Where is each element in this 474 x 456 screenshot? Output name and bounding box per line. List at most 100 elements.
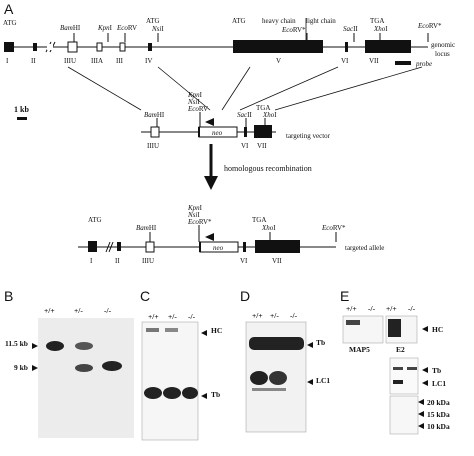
sublabel-map5: MAP5 [349,345,370,354]
tv-ecorv-label: EcoRV [187,105,208,113]
panel-label-e: E [340,288,349,304]
lane-label: +/+ [386,304,397,313]
probe-label: probe [415,60,432,68]
lane-label: -/- [368,304,376,313]
lane-label: +/- [74,306,83,315]
panel-label-c: C [140,288,150,304]
western-blot-c [141,321,199,441]
probe-bar [395,61,411,65]
atg-label: ATG [3,19,17,27]
tv-neo-label: neo [212,129,223,137]
exon-label: IV [145,57,152,65]
exon-label: VI [341,57,349,65]
exon-label: I [90,257,93,265]
ta-nsii-label: NsiI [187,211,200,219]
scale-bar [17,117,27,120]
lane-label: -/- [408,304,416,313]
tga-label: TGA [370,17,384,25]
locus-label: locus [435,50,450,58]
ta-ecorv2-label: EcoRV* [321,224,346,232]
exon-i [4,42,14,52]
exon-label: VII [257,142,267,150]
heavy-chain-label: heavy chain [262,17,296,25]
band-label: Tb [316,338,325,347]
panel-label-a: A [4,1,14,17]
exon-label: II [31,57,36,65]
exon-label: IIIU [147,142,159,150]
genomic-locus-map [4,33,429,65]
lane-label: +/+ [44,306,55,315]
exon-label: V [276,57,281,65]
marker-label: 10 kDa [427,422,450,431]
lane-label: +/- [270,311,279,320]
exon-iiiu [67,41,78,53]
band-label: HC [211,326,222,335]
xhoi-label: XhoI [373,25,388,33]
kpni-label: KpnI [97,24,113,32]
atg2-label: ATG [146,17,160,25]
ta-kpni-label: KpnI [187,204,203,212]
band-label: Tb [432,366,441,375]
tv-tga-label: TGA [256,104,270,112]
exon-label: I [6,57,9,65]
exon-label: VI [241,142,249,150]
exon-label: IIIU [64,57,76,65]
tv-bamhi-label: BamHI [144,111,165,119]
tv-kpni-label: KpnI [187,91,203,99]
targeting-vector-map [141,112,276,138]
western-blot-e [342,315,419,435]
lane-label: +/+ [252,311,263,320]
sublabel-e2: E2 [396,345,405,354]
nsii-label: NsiI [151,25,164,33]
exon-iiia [96,42,103,52]
exon-v [233,40,323,53]
lane-label: +/+ [346,304,357,313]
targeted-allele-map [78,225,337,253]
atg3-label: ATG [232,17,246,25]
genomic-label: genomic [431,41,455,49]
ta-atg-label: ATG [88,216,102,224]
sacii-label: SacII [343,25,358,33]
ta-tga-label: TGA [252,216,266,224]
lane-label: +/- [168,312,177,321]
lane-label: -/- [188,312,196,321]
band-label: Tb [211,390,220,399]
tv-sacii-label: SacII [237,111,252,119]
ecorv-end-label: EcoRV* [417,22,442,30]
exon-vii [365,40,411,53]
tv-xhoi-label: XhoI [262,111,277,119]
ecorv-label: EcoRV [116,24,137,32]
exon-ii [33,43,37,51]
exon-label: IIIA [91,57,103,65]
exon-label: IIIU [142,257,154,265]
exon-iii [119,42,126,52]
marker-label: 11.5 kb [5,339,28,348]
marker-label: 9 kb [14,363,28,372]
recombination-arrow-icon [204,176,218,190]
exon-label: VII [369,57,379,65]
targeted-allele-label: targeted allele [345,244,384,252]
ta-ecorv-label: EcoRV* [187,218,212,226]
exon-label: II [115,257,120,265]
recombination-label: homologous recombination [224,164,312,173]
ta-bamhi-label: BamHI [136,224,157,232]
band-label: HC [432,325,443,334]
band-label: LC1 [432,379,446,388]
lane-label: +/+ [148,312,159,321]
light-chain-label: light chain [306,17,336,25]
western-blot-d [245,321,307,433]
marker-label: 15 kDa [427,410,450,419]
lane-label: -/- [104,306,112,315]
exon-label: III [116,57,124,65]
scale-label: 1 kb [14,105,29,114]
bamhi-label: BamHI [60,24,81,32]
targeting-vector-label: targeting vector [286,132,331,140]
lane-label: -/- [290,311,298,320]
ta-xhoi-label: XhoI [261,224,276,232]
exon-vi [345,42,348,52]
panel-label-b: B [4,288,13,304]
southern-blot-b [38,318,134,438]
panel-label-d: D [240,288,250,304]
band-label: LC1 [316,376,330,385]
